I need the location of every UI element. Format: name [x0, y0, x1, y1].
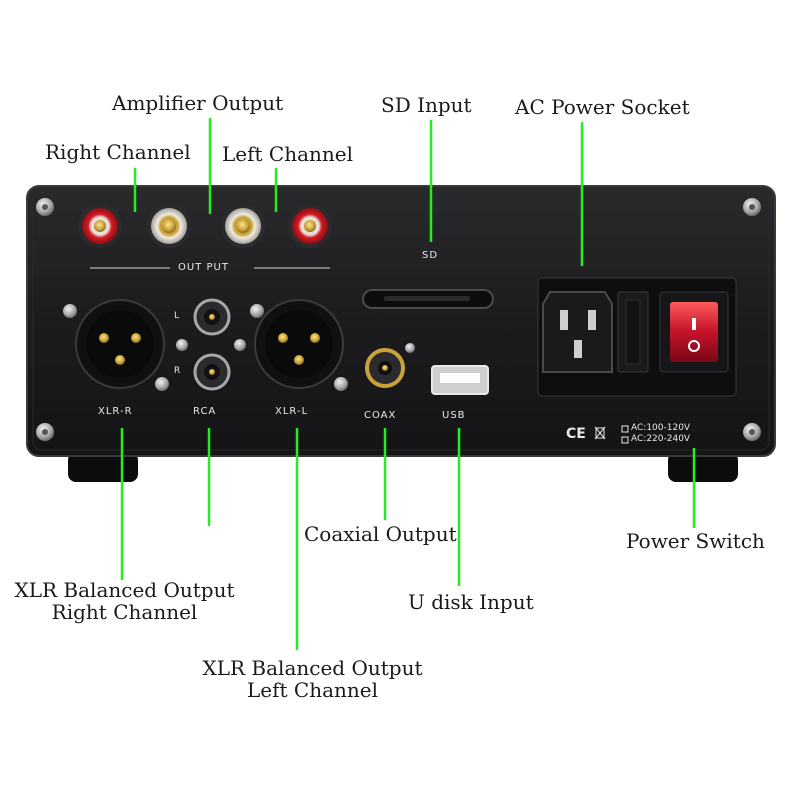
- callout-xlr-left-line2: Left Channel: [246, 678, 378, 702]
- corner-screw-icon: [36, 198, 761, 441]
- rca-output-jacks: [176, 298, 246, 391]
- callout-left-channel: Left Channel: [222, 142, 354, 166]
- callout-u-disk-input: U disk Input: [408, 590, 534, 614]
- voltage-option-2: AC:220-240V: [631, 434, 691, 444]
- voltage-option-1: AC:100-120V: [631, 423, 691, 433]
- callout-power-switch: Power Switch: [626, 529, 765, 553]
- panel-label-output: OUT PUT: [178, 262, 229, 273]
- speaker-terminal-left-white: [221, 204, 265, 248]
- coax-output-jack: [365, 343, 415, 388]
- foot-right: [668, 452, 738, 482]
- panel-label-xlr-r: XLR-R: [98, 406, 133, 417]
- speaker-terminal-left-red: [288, 204, 332, 248]
- callout-xlr-right-line2: Right Channel: [51, 600, 198, 624]
- sd-card-slot: [362, 289, 494, 309]
- panel-label-coax: COAX: [364, 410, 397, 421]
- iec-power-inlet-icon: [542, 291, 613, 373]
- power-rocker-switch-icon: [659, 291, 729, 373]
- speaker-terminal-right-white: [147, 204, 191, 248]
- callout-xlr-left: XLR Balanced Output Left Channel: [200, 657, 425, 701]
- speaker-terminal-right-red: [78, 204, 122, 248]
- panel-label-usb: USB: [442, 410, 466, 421]
- callout-xlr-right-line1: XLR Balanced Output: [14, 578, 235, 602]
- foot-left: [68, 452, 138, 482]
- callout-xlr-right: XLR Balanced Output Right Channel: [12, 579, 237, 623]
- callout-amplifier-output: Amplifier Output: [112, 91, 284, 115]
- callout-sd-input: SD Input: [381, 93, 472, 117]
- callout-ac-power-socket: AC Power Socket: [515, 95, 690, 119]
- callout-xlr-left-line1: XLR Balanced Output: [202, 656, 423, 680]
- panel-label-xlr-l: XLR-L: [275, 406, 309, 417]
- panel-label-sd: SD: [422, 250, 439, 261]
- weee-bin-icon: [594, 426, 606, 440]
- callout-right-channel: Right Channel: [45, 140, 191, 164]
- callout-lines: [120, 118, 696, 650]
- panel-label-rca-r: R: [174, 366, 181, 376]
- panel-label-rca: RCA: [193, 406, 217, 417]
- xlr-left-connector: [250, 299, 348, 391]
- power-module: [537, 277, 737, 397]
- xlr-right-connector: [63, 299, 169, 391]
- fuse-holder-icon: [617, 291, 649, 373]
- callout-coaxial-output: Coaxial Output: [304, 522, 457, 546]
- usb-port: [431, 365, 489, 395]
- panel-label-rca-l: L: [174, 311, 180, 321]
- ce-mark: CE: [566, 426, 586, 442]
